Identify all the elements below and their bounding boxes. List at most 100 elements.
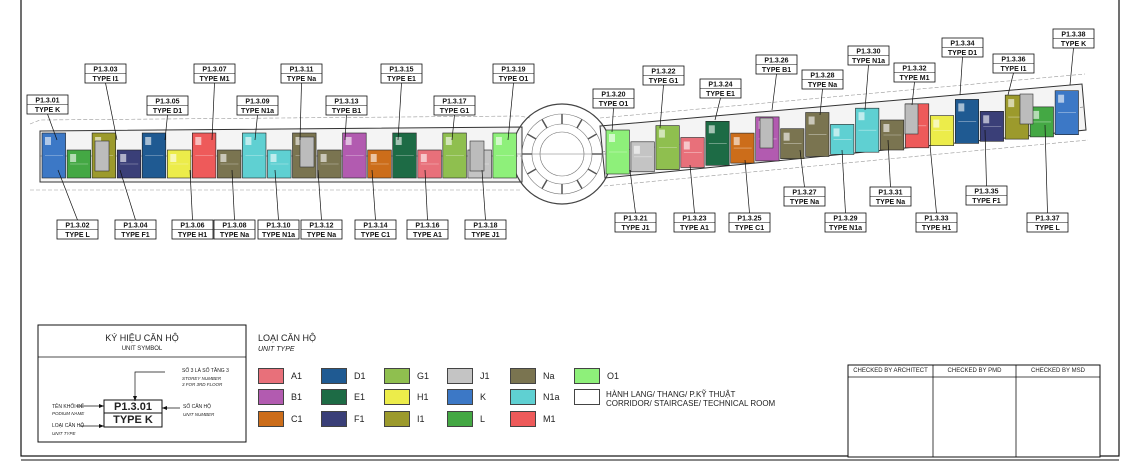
legend-label-f1: F1 [354, 414, 365, 424]
unit-type: TYPE O1 [499, 76, 529, 83]
legend-label-h1: H1 [417, 392, 429, 402]
unit-type: TYPE B1 [332, 108, 361, 115]
legend-swatch-na [510, 368, 536, 384]
unit-code: P1.3.06 [180, 223, 204, 230]
unit-code: P1.3.31 [878, 190, 902, 197]
unit-cells [41, 90, 1079, 179]
unit-code: P1.3.25 [737, 216, 761, 223]
corridor-label-vi: HÀNH LANG/ THANG/ P.KỸ THUẬT [606, 390, 736, 399]
unit-type: TYPE B1 [762, 67, 791, 74]
legend-swatch-f1 [321, 411, 347, 427]
unit-type-en: UNIT TYPE [52, 431, 76, 436]
unit-code: P1.3.27 [792, 190, 816, 197]
unit-code: P1.3.19 [501, 67, 525, 74]
legend-swatch-i1 [384, 411, 410, 427]
unit-code: P1.3.21 [623, 216, 647, 223]
unit-type: TYPE D1 [948, 50, 977, 57]
sheet-border-outer [20, 0, 1120, 457]
unit-type: TYPE C1 [361, 232, 390, 239]
unit-code: P1.3.01 [35, 98, 59, 105]
unit-type: TYPE I1 [1000, 66, 1026, 73]
unit-type-vi: LOẠI CĂN HỘ [52, 423, 85, 429]
legend-swatch-o1 [574, 368, 600, 384]
checked-by-msd: CHECKED BY MSD [1031, 368, 1085, 374]
legend-label-e1: E1 [354, 392, 366, 402]
unit-code: P1.3.12 [309, 223, 333, 230]
unit-type: TYPE G1 [440, 108, 470, 115]
unit-code: P1.3.16 [415, 223, 439, 230]
unit-type: TYPE I1 [92, 76, 118, 83]
unit-code: P1.3.23 [682, 216, 706, 223]
legend-swatch-m1 [510, 411, 536, 427]
unit-type: TYPE F1 [972, 198, 1001, 205]
unit-code: P1.3.35 [974, 189, 998, 196]
unit-code: P1.3.37 [1035, 216, 1059, 223]
unit-type: TYPE Na [307, 232, 336, 239]
unit-type: TYPE E1 [706, 91, 735, 98]
title-block [847, 364, 1101, 458]
unit-type: TYPE N1a [852, 58, 885, 65]
unit-type: TYPE C1 [735, 225, 764, 232]
unit-type: TYPE A1 [413, 232, 442, 239]
legend-label-b1: B1 [291, 392, 303, 402]
unit-type: TYPE Na [790, 199, 819, 206]
unit-type: TYPE Na [808, 82, 837, 89]
legend-label-j1: J1 [480, 371, 490, 381]
unit-number-en: UNIT NUMBER [183, 412, 215, 417]
podium-name-vi: TÊN KHỐI ĐẾ [52, 404, 84, 410]
unit-code: P1.3.28 [810, 73, 834, 80]
unit-type: TYPE E1 [387, 76, 416, 83]
unit-code: P1.3.08 [222, 223, 246, 230]
legend-swatch-g1 [384, 368, 410, 384]
unit-code: P1.3.15 [389, 67, 413, 74]
unit-code: P1.3.09 [245, 99, 269, 106]
unit-code: P1.3.02 [65, 223, 89, 230]
corridor-label-en: CORRIDOR/ STAIRCASE/ TECHNICAL ROOM [606, 399, 776, 408]
legend-swatch-c1 [258, 411, 284, 427]
unit-symbol-subtitle: UNIT SYMBOL [121, 346, 163, 352]
legend-swatch-corridor [574, 389, 600, 405]
unit-type: TYPE N1a [241, 108, 274, 115]
legend-label-l: L [480, 414, 486, 424]
unit-code: P1.3.34 [950, 41, 974, 48]
unit-type: TYPE K [1061, 41, 1086, 48]
unit-symbol-panel [37, 324, 247, 443]
legend-label-g1: G1 [417, 371, 430, 381]
unit-code: P1.3.30 [856, 49, 880, 56]
unit-code: P1.3.11 [290, 67, 314, 74]
legend-swatch-e1 [321, 389, 347, 405]
unit-code: P1.3.36 [1001, 57, 1025, 64]
legend-label-m1: M1 [543, 414, 556, 424]
unit-code: P1.3.05 [155, 99, 179, 106]
legend-swatch-k [447, 389, 473, 405]
unit-code: P1.3.38 [1061, 32, 1085, 39]
unit-type: TYPE O1 [599, 101, 629, 108]
legend-label-d1: D1 [354, 371, 366, 381]
